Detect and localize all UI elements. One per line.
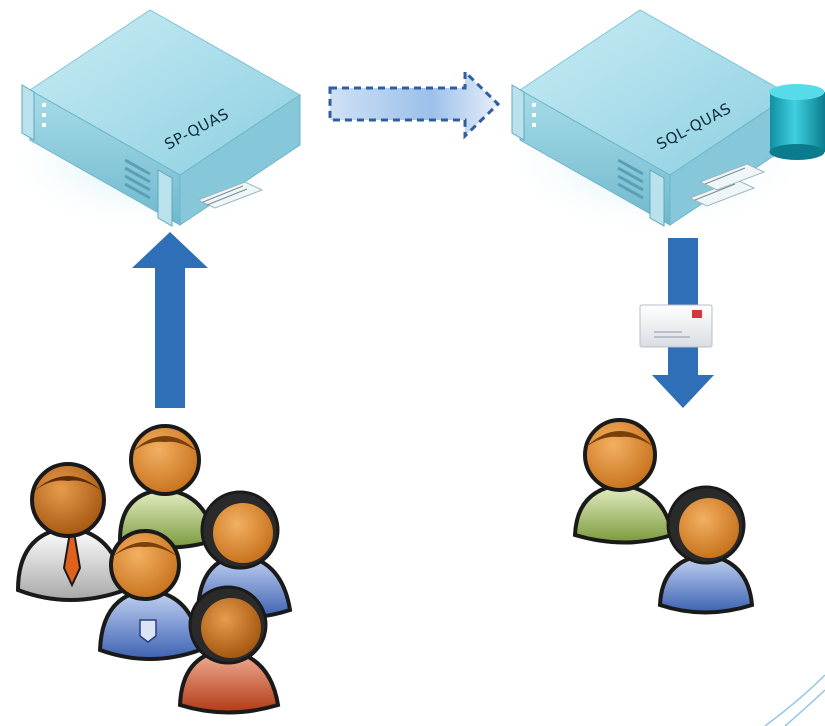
user-icon <box>657 485 755 615</box>
dashed-arrow-right <box>328 68 501 140</box>
arrow-up <box>132 232 208 408</box>
memory-chip-icon <box>688 163 766 207</box>
users-group <box>15 424 293 715</box>
user-icon <box>177 585 281 715</box>
user-icon <box>15 462 128 602</box>
database-icon <box>769 84 825 160</box>
server-sp-quas: SP-QUAS <box>0 9 301 235</box>
recipients-group <box>572 418 755 615</box>
memory-chip-icon <box>196 181 264 209</box>
decorative-corner-lines <box>764 674 825 726</box>
envelope-icon <box>639 304 713 348</box>
user-icon <box>97 529 203 661</box>
server-sql-quas: SQL-QUAS <box>500 9 810 238</box>
user-icon <box>572 418 675 545</box>
